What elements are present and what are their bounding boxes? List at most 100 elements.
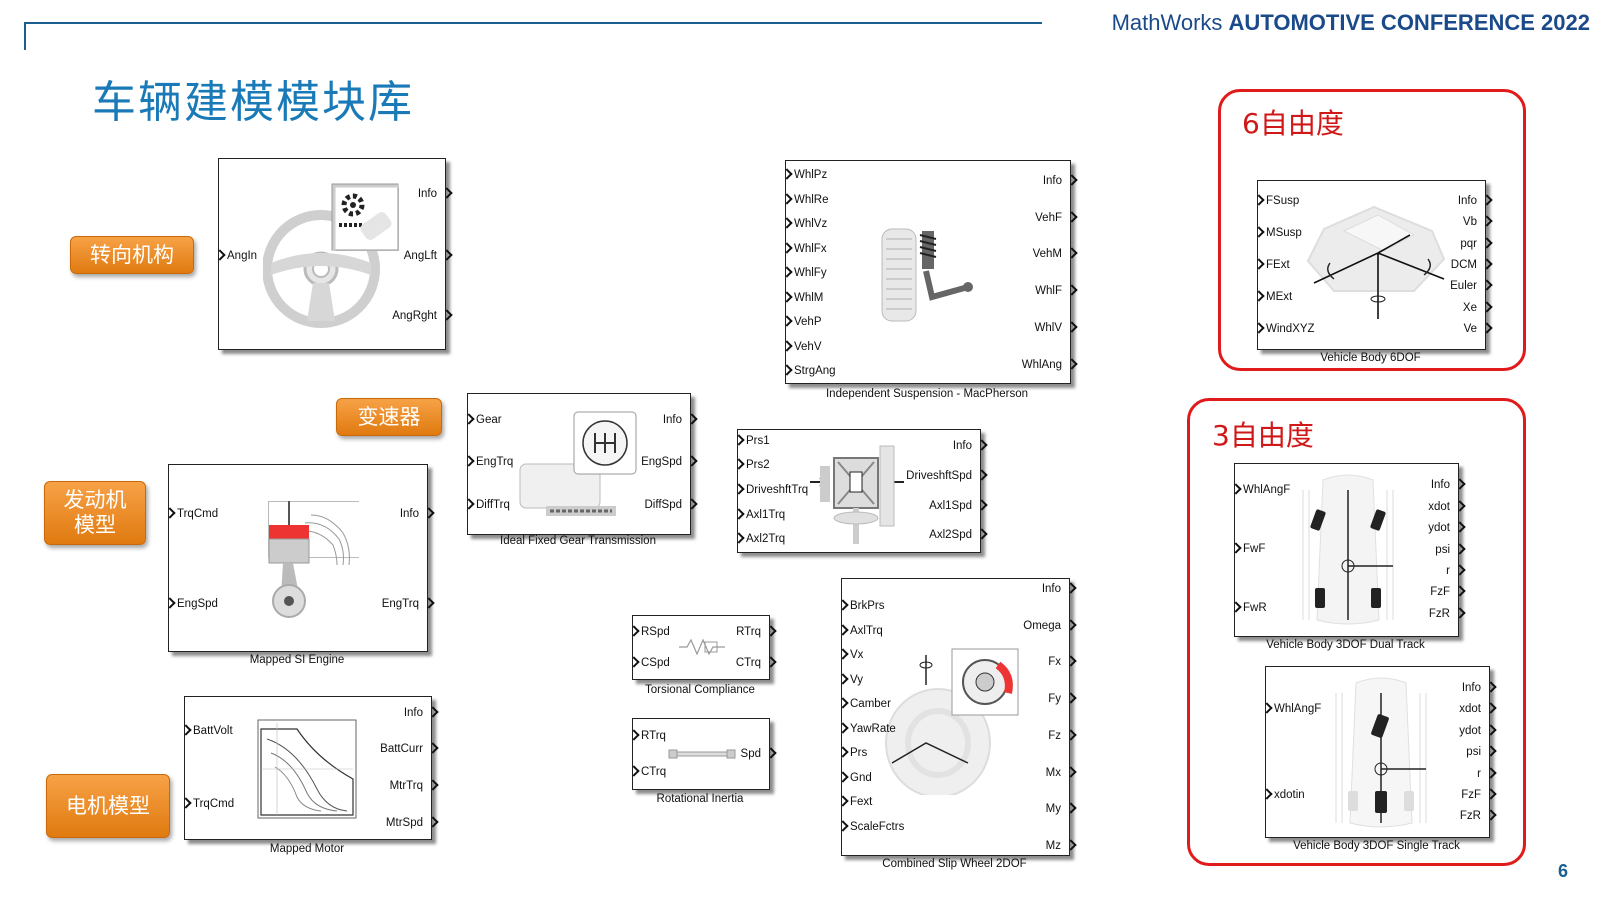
port-info[interactable]: Info — [418, 188, 445, 200]
port-vehf[interactable]: VehF — [1035, 212, 1070, 224]
body-3dof-dual-block[interactable]: WhlAngF FwF FwR Info xdot ydot psi r FzF… — [1234, 463, 1459, 637]
port-driveshftspd[interactable]: DriveshftSpd — [906, 470, 980, 482]
port-strgang[interactable]: StrgAng — [786, 365, 836, 377]
port-rtrq[interactable]: RTrq — [736, 626, 769, 638]
port-ctrq[interactable]: CTrq — [633, 766, 666, 778]
port-fzr[interactable]: FzR — [1460, 810, 1489, 822]
port-whlv[interactable]: WhlV — [1035, 322, 1070, 334]
port-info[interactable]: Info — [663, 414, 690, 426]
body-3dof-single-block[interactable]: WhlAngF xdotin Info xdot ydot psi r FzF … — [1265, 666, 1490, 838]
port-fzf[interactable]: FzF — [1430, 586, 1458, 598]
port-mz[interactable]: Mz — [1046, 840, 1069, 852]
wheel-block[interactable]: BrkPrs AxlTrq Vx Vy Camber YawRate Prs G… — [841, 578, 1070, 856]
port-fwr[interactable]: FwR — [1235, 602, 1267, 614]
port-fzr[interactable]: FzR — [1429, 608, 1458, 620]
port-whlvz[interactable]: WhlVz — [786, 218, 827, 230]
port-fsusp[interactable]: FSusp — [1258, 195, 1299, 207]
port-ydot[interactable]: ydot — [1459, 725, 1489, 737]
port-cspd[interactable]: CSpd — [633, 657, 670, 669]
port-whlm[interactable]: WhlM — [786, 292, 823, 304]
port-engtrq[interactable]: EngTrq — [382, 598, 427, 610]
port-r[interactable]: r — [1446, 565, 1458, 577]
port-whlang[interactable]: WhlAng — [1022, 359, 1070, 371]
port-battvolt[interactable]: BattVolt — [185, 725, 233, 737]
port-fy[interactable]: Fy — [1048, 693, 1069, 705]
port-my[interactable]: My — [1046, 803, 1069, 815]
transmission-block[interactable]: Gear EngTrq DiffTrq Info EngSpd DiffSpd — [467, 393, 691, 535]
port-rspd[interactable]: RSpd — [633, 626, 670, 638]
port-fzf[interactable]: FzF — [1461, 789, 1489, 801]
port-axl1spd[interactable]: Axl1Spd — [929, 500, 980, 512]
port-scalefctrs[interactable]: ScaleFctrs — [842, 821, 904, 833]
rotational-inertia-block[interactable]: RTrq CTrq Spd — [632, 718, 770, 790]
port-prs1[interactable]: Prs1 — [738, 435, 770, 447]
port-vehv[interactable]: VehV — [786, 341, 822, 353]
port-info[interactable]: Info — [404, 707, 431, 719]
port-camber[interactable]: Camber — [842, 698, 891, 710]
port-engspd[interactable]: EngSpd — [641, 456, 690, 468]
port-mext[interactable]: MExt — [1258, 291, 1292, 303]
port-whlangf[interactable]: WhlAngF — [1266, 703, 1321, 715]
port-euler[interactable]: Euler — [1450, 280, 1485, 292]
port-fx[interactable]: Fx — [1048, 656, 1069, 668]
port-omega[interactable]: Omega — [1023, 620, 1069, 632]
steering-block[interactable]: AngIn Info AngLft AngRght — [218, 158, 446, 350]
port-psi[interactable]: psi — [1435, 544, 1458, 556]
port-anglft[interactable]: AngLft — [404, 250, 445, 262]
port-axl2trq[interactable]: Axl2Trq — [738, 533, 785, 545]
port-axl1trq[interactable]: Axl1Trq — [738, 509, 785, 521]
suspension-block[interactable]: WhlPz WhlRe WhlVz WhlFx WhlFy WhlM VehP … — [785, 160, 1071, 384]
port-whlfx[interactable]: WhlFx — [786, 243, 827, 255]
port-axl2spd[interactable]: Axl2Spd — [929, 529, 980, 541]
port-brkprs[interactable]: BrkPrs — [842, 600, 885, 612]
port-prs2[interactable]: Prs2 — [738, 459, 770, 471]
port-fext[interactable]: FExt — [1258, 259, 1290, 271]
engine-block[interactable]: TrqCmd EngSpd Info EngTrq — [168, 464, 428, 652]
port-whlfy[interactable]: WhlFy — [786, 267, 827, 279]
port-msusp[interactable]: MSusp — [1258, 227, 1302, 239]
port-vx[interactable]: Vx — [842, 649, 863, 661]
port-vb[interactable]: Vb — [1463, 216, 1485, 228]
port-gear[interactable]: Gear — [468, 414, 502, 426]
port-psi[interactable]: psi — [1466, 746, 1489, 758]
port-battcurr[interactable]: BattCurr — [380, 743, 431, 755]
port-ctrq[interactable]: CTrq — [736, 657, 769, 669]
port-prs[interactable]: Prs — [842, 747, 867, 759]
port-yawrate[interactable]: YawRate — [842, 723, 896, 735]
port-info[interactable]: Info — [1431, 479, 1458, 491]
port-vehp[interactable]: VehP — [786, 316, 822, 328]
port-windxyz[interactable]: WindXYZ — [1258, 323, 1315, 335]
port-mtrtrq[interactable]: MtrTrq — [390, 780, 431, 792]
port-diffspd[interactable]: DiffSpd — [644, 499, 690, 511]
port-vy[interactable]: Vy — [842, 674, 863, 686]
port-angrght[interactable]: AngRght — [392, 310, 445, 322]
port-xe[interactable]: Xe — [1463, 302, 1485, 314]
port-fz[interactable]: Fz — [1048, 730, 1069, 742]
port-fext[interactable]: Fext — [842, 796, 872, 808]
port-mx[interactable]: Mx — [1046, 767, 1069, 779]
port-spd[interactable]: Spd — [741, 748, 769, 760]
port-whlangf[interactable]: WhlAngF — [1235, 484, 1290, 496]
port-gnd[interactable]: Gnd — [842, 772, 872, 784]
port-trqcmd[interactable]: TrqCmd — [169, 508, 218, 520]
port-engtrq[interactable]: EngTrq — [468, 456, 513, 468]
port-engspd[interactable]: EngSpd — [169, 598, 218, 610]
port-trqcmd[interactable]: TrqCmd — [185, 798, 234, 810]
port-angin[interactable]: AngIn — [219, 250, 257, 262]
port-info[interactable]: Info — [400, 508, 427, 520]
motor-block[interactable]: BattVolt TrqCmd Info BattCurr MtrTrq Mtr… — [184, 696, 432, 840]
port-axltrq[interactable]: AxlTrq — [842, 625, 883, 637]
body-6dof-block[interactable]: FSusp MSusp FExt MExt WindXYZ Info Vb pq… — [1257, 180, 1486, 350]
port-xdotin[interactable]: xdotin — [1266, 789, 1305, 801]
port-info[interactable]: Info — [1458, 195, 1485, 207]
port-driveshfttrq[interactable]: DriveshftTrq — [738, 484, 808, 496]
port-rtrq[interactable]: RTrq — [633, 730, 666, 742]
port-r[interactable]: r — [1477, 768, 1489, 780]
port-info[interactable]: Info — [1462, 682, 1489, 694]
port-fwf[interactable]: FwF — [1235, 543, 1265, 555]
port-mtrspd[interactable]: MtrSpd — [386, 817, 431, 829]
port-whlre[interactable]: WhlRe — [786, 194, 829, 206]
port-xdot[interactable]: xdot — [1428, 501, 1458, 513]
port-whlpz[interactable]: WhlPz — [786, 169, 827, 181]
port-info[interactable]: Info — [953, 440, 980, 452]
